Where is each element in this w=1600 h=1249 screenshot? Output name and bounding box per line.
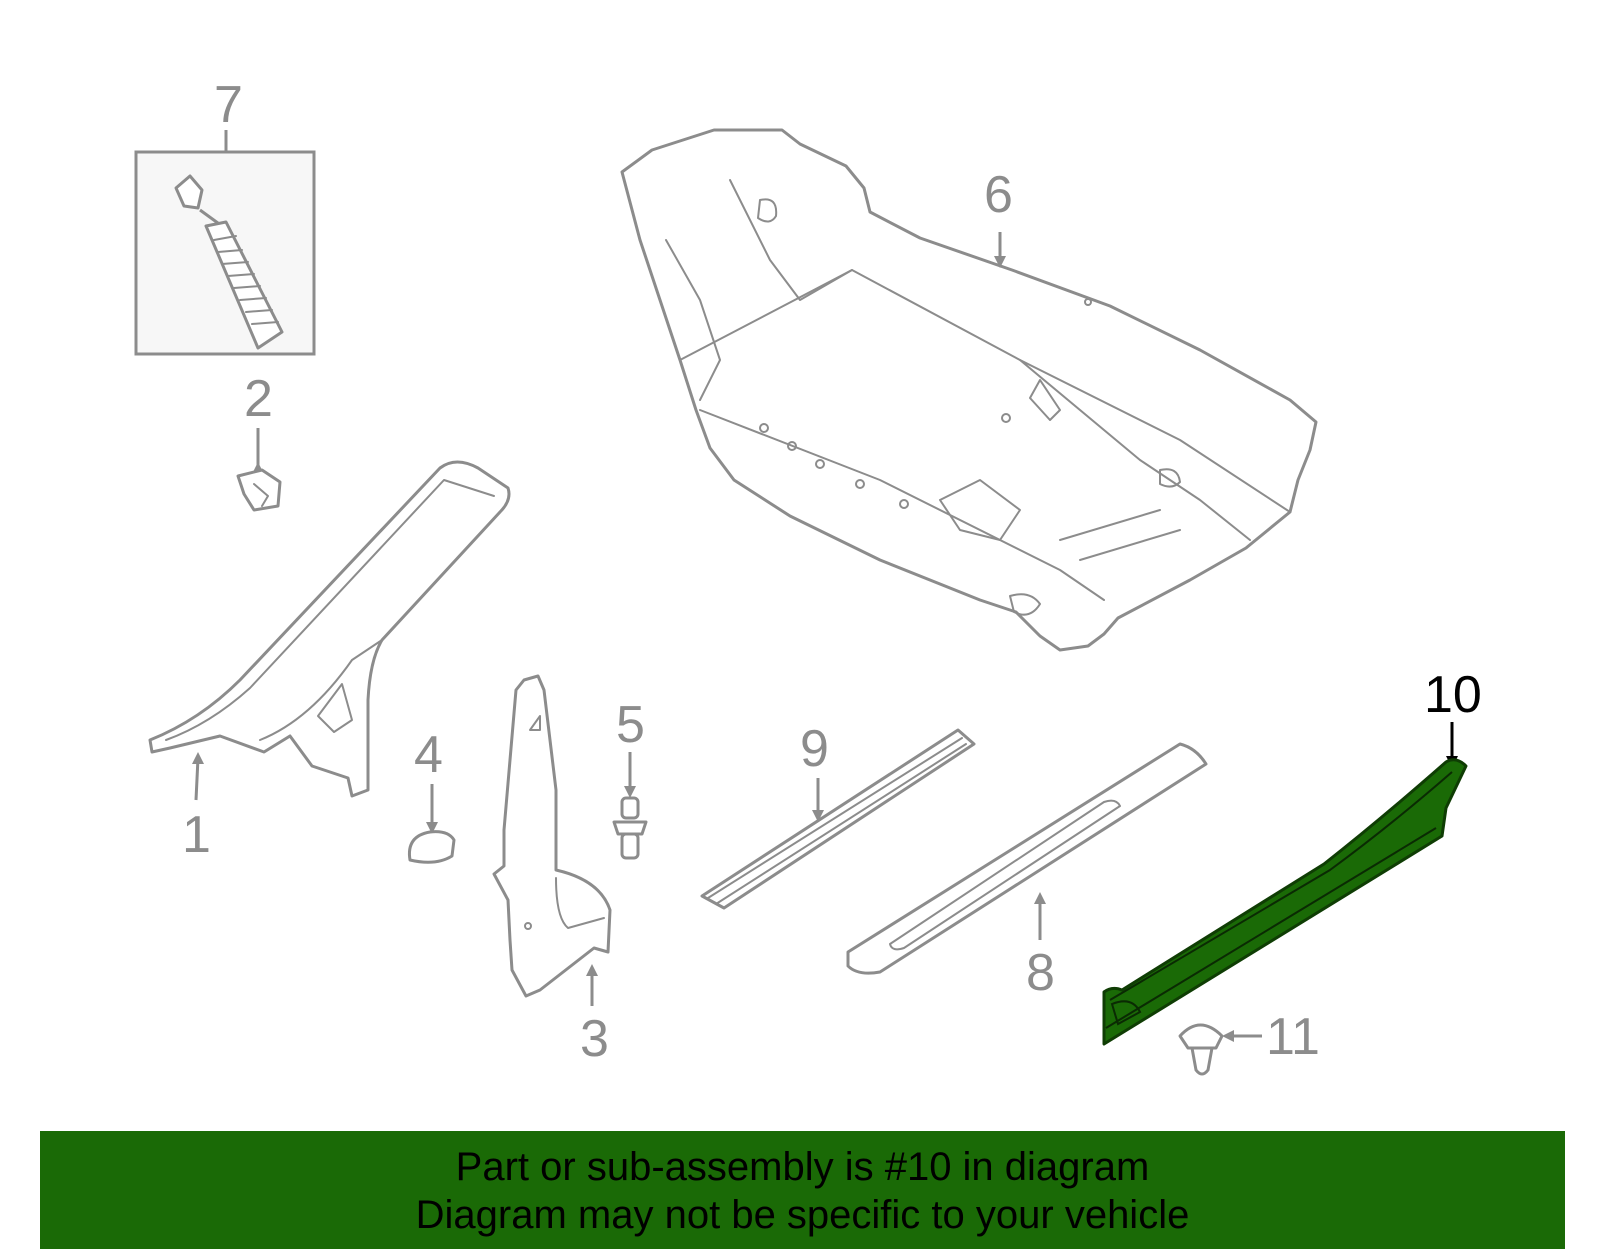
- banner-line-2: Diagram may not be specific to your vehi…: [415, 1193, 1190, 1237]
- callout-2[interactable]: 2: [244, 370, 273, 428]
- banner-line-1: Part or sub-assembly is #10 in diagram: [455, 1145, 1150, 1189]
- part-3-pillar-lower-trim[interactable]: [492, 674, 612, 998]
- callout-3[interactable]: 3: [580, 1010, 609, 1068]
- callout-1[interactable]: 1: [182, 806, 211, 864]
- callout-9[interactable]: 9: [800, 720, 829, 778]
- part-5-push-pin[interactable]: [612, 796, 648, 860]
- callout-6[interactable]: 6: [984, 166, 1013, 224]
- callout-10[interactable]: 10: [1424, 666, 1482, 724]
- part-2-clip[interactable]: [236, 468, 282, 512]
- callout-8[interactable]: 8: [1026, 944, 1055, 1002]
- part-9-sill-strip[interactable]: [700, 728, 976, 910]
- leader-1: [194, 757, 200, 801]
- part-4-cap[interactable]: [407, 830, 456, 864]
- part-6-floor-carpet[interactable]: [620, 128, 1318, 652]
- part-7-kit[interactable]: [134, 150, 316, 356]
- part-11-clip[interactable]: [1178, 1023, 1224, 1076]
- callout-4[interactable]: 4: [414, 726, 443, 784]
- callout-11[interactable]: 11: [1266, 1008, 1320, 1066]
- part-10-rocker-trim[interactable]: [1102, 758, 1468, 1046]
- part-8-scuff-plate[interactable]: [846, 742, 1208, 975]
- callout-7[interactable]: 7: [214, 76, 243, 134]
- part-1-pillar-trim[interactable]: [148, 460, 511, 798]
- callout-5[interactable]: 5: [616, 696, 645, 754]
- info-banner: Part or sub-assembly is #10 in diagram D…: [40, 1131, 1565, 1249]
